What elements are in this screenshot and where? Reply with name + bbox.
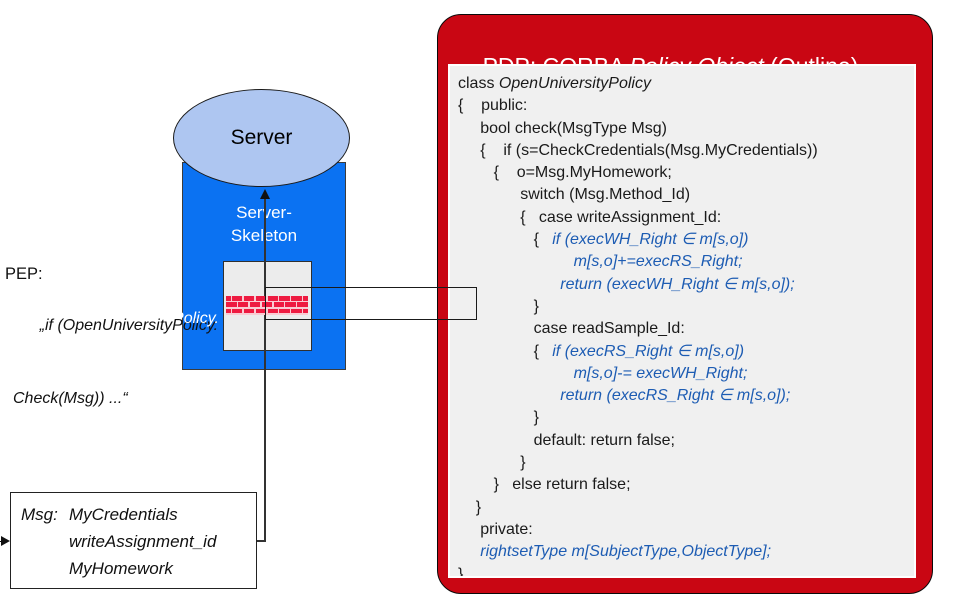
code-line: m[s,o]+=execRS_Right;: [573, 253, 743, 271]
msg-item-credentials: MyCredentials: [69, 505, 178, 524]
code-line: default: return false;: [458, 431, 675, 449]
code-line: }: [458, 409, 539, 427]
code-line: { if (s=CheckCredentials(Msg.MyCredentia…: [458, 141, 818, 159]
code-line: { case writeAssignment_Id:: [458, 208, 722, 226]
server-skeleton-label: Server- Skeleton: [182, 201, 346, 247]
code-line: bool check(MsgType Msg): [458, 119, 667, 137]
code-line: }: [458, 297, 539, 315]
pdp-code-panel: class OpenUniversityPolicy { public: bool…: [448, 64, 916, 578]
message-flow-line: [264, 198, 266, 542]
server-label: Server: [230, 126, 293, 149]
code-line: rightsetType m[SubjectType,ObjectType];: [480, 543, 772, 561]
pep-code-line1-black: „if (OpenUniversityPolicy.: [39, 316, 219, 334]
code-line: private:: [458, 520, 533, 538]
pdp-code: class OpenUniversityPolicy { public: bool…: [450, 66, 914, 578]
code-line: } else return false;: [458, 476, 631, 494]
code-line: switch (Msg.Method_Id): [458, 186, 691, 204]
pep-label-block: PEP: „if (OpenUniversityPolicy. „if (Ope…: [5, 263, 245, 411]
arrow-right-icon: [1, 536, 10, 547]
code-line: }: [458, 454, 526, 472]
msg-elbow-connector: [257, 540, 266, 542]
msg-item-method: writeAssignment_id: [69, 532, 217, 551]
code-line: class OpenUniversityPolicy: [458, 75, 651, 92]
pep-code-line1-white-overlay: „if (OpenUniversityPolicy.: [182, 309, 219, 327]
pep-code-line1: „if (OpenUniversityPolicy. „if (OpenUniv…: [5, 285, 245, 381]
msg-box-label: Msg:: [21, 505, 58, 524]
code-line: }: [458, 498, 482, 516]
code-line: case readSample_Id:: [458, 320, 685, 338]
pep-code-line2: Check(Msg)) ...“: [13, 390, 128, 408]
code-line: { if (execWH_Right ∈ m[s,o]): [458, 231, 749, 249]
msg-box: Msg: MyCredentials writeAssignment_id My…: [10, 492, 257, 589]
code-line: return (execWH_Right ∈ m[s,o]);: [560, 275, 795, 293]
code-line: { if (execRS_Right ∈ m[s,o]): [458, 342, 745, 360]
pep-label: PEP:: [5, 265, 43, 283]
message-path-rect: [265, 287, 477, 320]
msg-box-items: MyCredentials writeAssignment_id MyHomew…: [69, 501, 216, 582]
code-line: { o=Msg.MyHomework;: [458, 164, 672, 182]
code-line: }: [458, 565, 464, 578]
firewall-bricks-icon: [226, 296, 308, 315]
server-skeleton-label-line1: Server-: [182, 201, 346, 224]
code-line: { public:: [458, 97, 528, 115]
code-line: m[s,o]-= execWH_Right;: [573, 364, 748, 382]
server-ellipse: Server: [173, 89, 350, 187]
code-line: return (execRS_Right ∈ m[s,o]);: [560, 387, 791, 405]
server-skeleton-label-line2: Skeleton: [182, 224, 346, 247]
arrow-up-icon: [259, 189, 270, 199]
msg-item-homework: MyHomework: [69, 559, 173, 578]
